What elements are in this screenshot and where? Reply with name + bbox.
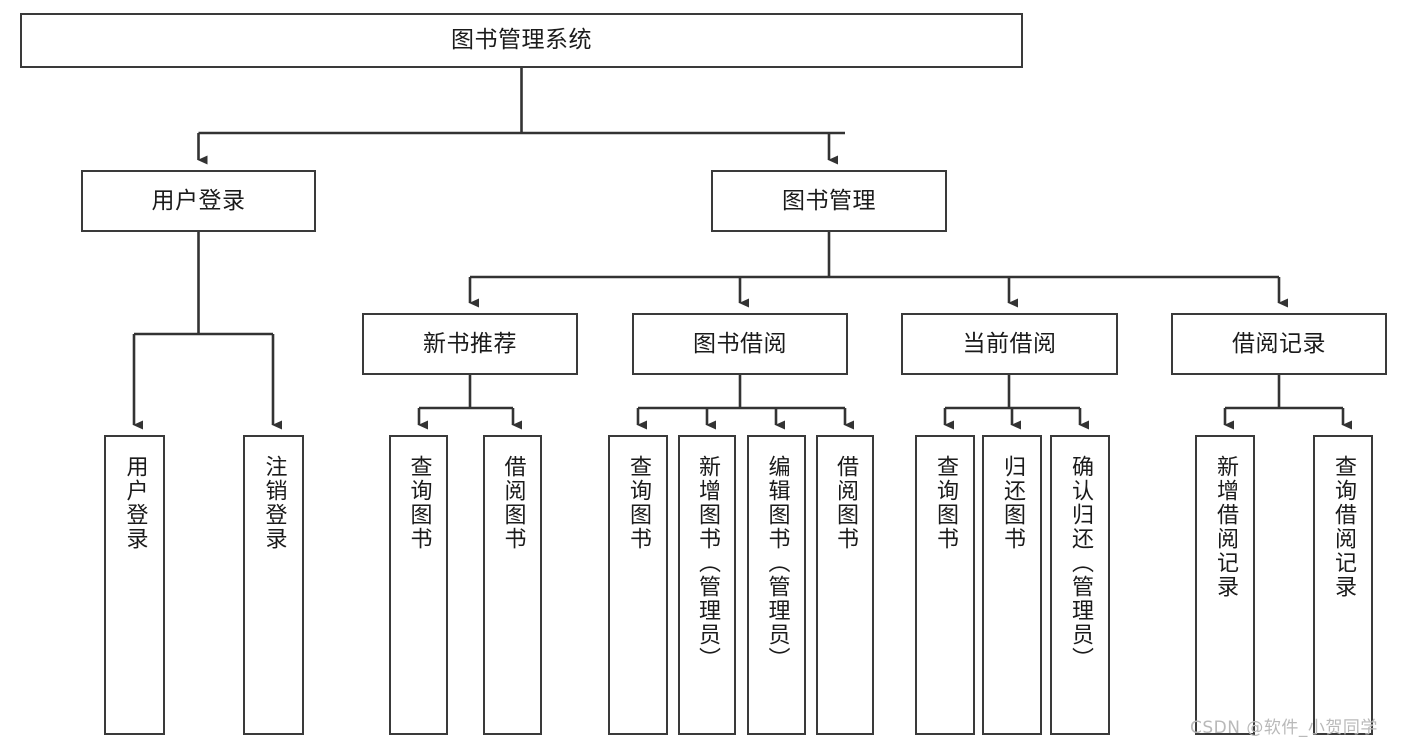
node-borrow-records[interactable]: 借阅记录: [1171, 313, 1387, 375]
leaf-query-book-recommend[interactable]: 查询图书: [389, 435, 448, 735]
leaf-query-borrow-record[interactable]: 查询借阅记录: [1313, 435, 1373, 735]
node-label: 新增借阅记录: [1213, 455, 1238, 599]
node-label: 借阅记录: [1232, 330, 1326, 357]
leaf-confirm-return-admin[interactable]: 确认归还（管理员）: [1050, 435, 1110, 735]
node-current-borrow[interactable]: 当前借阅: [901, 313, 1118, 375]
leaf-query-book-current[interactable]: 查询图书: [915, 435, 975, 735]
edge-root-to-level2: [197, 68, 845, 165]
node-label: 图书借阅: [693, 330, 787, 357]
node-book-management[interactable]: 图书管理: [711, 170, 947, 232]
node-label: 借阅图书: [500, 455, 526, 551]
node-label: 图书管理: [782, 187, 876, 214]
node-user-login[interactable]: 用户登录: [81, 170, 316, 232]
node-label: 查询图书: [406, 455, 432, 551]
edge-borrow-records-to-leaves: [1223, 375, 1352, 430]
node-label: 当前借阅: [962, 330, 1057, 357]
node-label: 新书推荐: [423, 330, 517, 357]
leaf-return-book[interactable]: 归还图书: [982, 435, 1042, 735]
node-new-book-recommend[interactable]: 新书推荐: [362, 313, 578, 375]
node-label: 图书管理系统: [451, 27, 592, 54]
node-book-borrow[interactable]: 图书借阅: [632, 313, 848, 375]
node-label: 确认归还（管理员）: [1068, 455, 1093, 671]
node-label: 借阅图书: [833, 455, 858, 551]
node-label: 注销登录: [261, 455, 287, 551]
node-label: 用户登录: [122, 455, 148, 551]
node-label: 查询图书: [626, 455, 651, 551]
node-label: 编辑图书（管理员）: [764, 455, 790, 671]
leaf-query-book-borrow[interactable]: 查询图书: [608, 435, 668, 735]
leaf-add-borrow-record[interactable]: 新增借阅记录: [1195, 435, 1255, 735]
csdn-watermark: CSDN @软件_小贺同学: [1190, 718, 1378, 738]
node-label: 查询借阅记录: [1331, 455, 1356, 599]
node-label: 归还图书: [1000, 455, 1025, 551]
edge-new-book-recommend-to-leaves: [417, 375, 522, 430]
node-label: 新增图书（管理员）: [695, 455, 720, 671]
leaf-add-book-admin[interactable]: 新增图书（管理员）: [678, 435, 736, 735]
edge-book-management-to-level3: [468, 232, 1288, 308]
edge-book-borrow-to-leaves: [636, 375, 854, 430]
leaf-user-logout[interactable]: 注销登录: [243, 435, 304, 735]
leaf-borrow-book-recommend[interactable]: 借阅图书: [483, 435, 542, 735]
leaf-edit-book-admin[interactable]: 编辑图书（管理员）: [747, 435, 806, 735]
node-root-book-management-system[interactable]: 图书管理系统: [20, 13, 1023, 68]
leaf-borrow-book[interactable]: 借阅图书: [816, 435, 874, 735]
edge-user-login-to-leaves: [132, 232, 282, 430]
node-label: 查询图书: [933, 455, 958, 551]
node-label: 用户登录: [151, 187, 246, 214]
edge-current-borrow-to-leaves: [943, 375, 1089, 430]
leaf-user-login[interactable]: 用户登录: [104, 435, 165, 735]
